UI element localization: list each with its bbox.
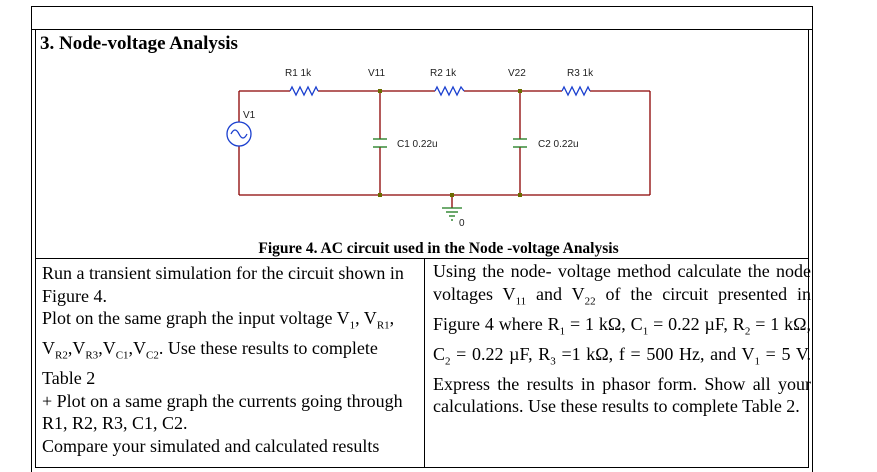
r3-resistor — [561, 85, 591, 97]
left-paragraph-3: + Plot on a same graph the currents goin… — [42, 390, 403, 434]
left-paragraph-4: Compare your simulated and calculated re… — [42, 435, 380, 456]
right-paragraph: Using the node- voltage method calculate… — [433, 261, 811, 417]
table-border-inner-right — [808, 30, 809, 468]
r1-label: R1 1k — [285, 68, 312, 79]
node-v22-dot — [518, 89, 522, 93]
table-row-divider — [35, 258, 809, 259]
c2-label: C2 0.22u — [538, 139, 579, 150]
table-border-second — [31, 29, 813, 30]
v22-label: V22 — [508, 68, 526, 79]
circuit-schematic: R1 1k V11 R2 1k V22 R3 1k V1 C1 0.22u C2… — [226, 68, 651, 229]
r2-resistor — [434, 85, 465, 97]
left-instructions: Run a transient simulation for the circu… — [42, 262, 420, 457]
r1-resistor — [289, 85, 319, 97]
right-instructions: Using the node- voltage method calculate… — [433, 260, 811, 418]
table-border-bottom — [35, 467, 809, 468]
node-bottom-dot-3 — [518, 193, 522, 197]
table-column-divider — [424, 258, 425, 468]
table-border-right — [812, 6, 813, 472]
section-title: 3. Node-voltage Analysis — [40, 33, 238, 54]
node-bottom-dot-1 — [378, 193, 382, 197]
c1-label: C1 0.22u — [397, 139, 438, 150]
node-v11-dot — [378, 89, 382, 93]
node-bottom-dot-2 — [450, 193, 454, 197]
figure-caption: Figure 4. AC circuit used in the Node -v… — [258, 240, 619, 257]
ac-source-icon — [226, 121, 252, 147]
r2-label: R2 1k — [430, 68, 457, 79]
table-border-top — [31, 6, 813, 7]
v11-label: V11 — [368, 68, 385, 79]
r3-label: R3 1k — [567, 68, 594, 79]
ground-icon — [442, 207, 462, 221]
table-border-left — [31, 6, 32, 472]
ground-label: 0 — [459, 218, 465, 229]
table-border-inner-left — [35, 30, 36, 468]
v1-label: V1 — [243, 110, 256, 121]
left-paragraph-1: Run a transient simulation for the circu… — [42, 263, 404, 306]
left-paragraph-2: Plot on the same graph the input voltage… — [42, 308, 395, 389]
